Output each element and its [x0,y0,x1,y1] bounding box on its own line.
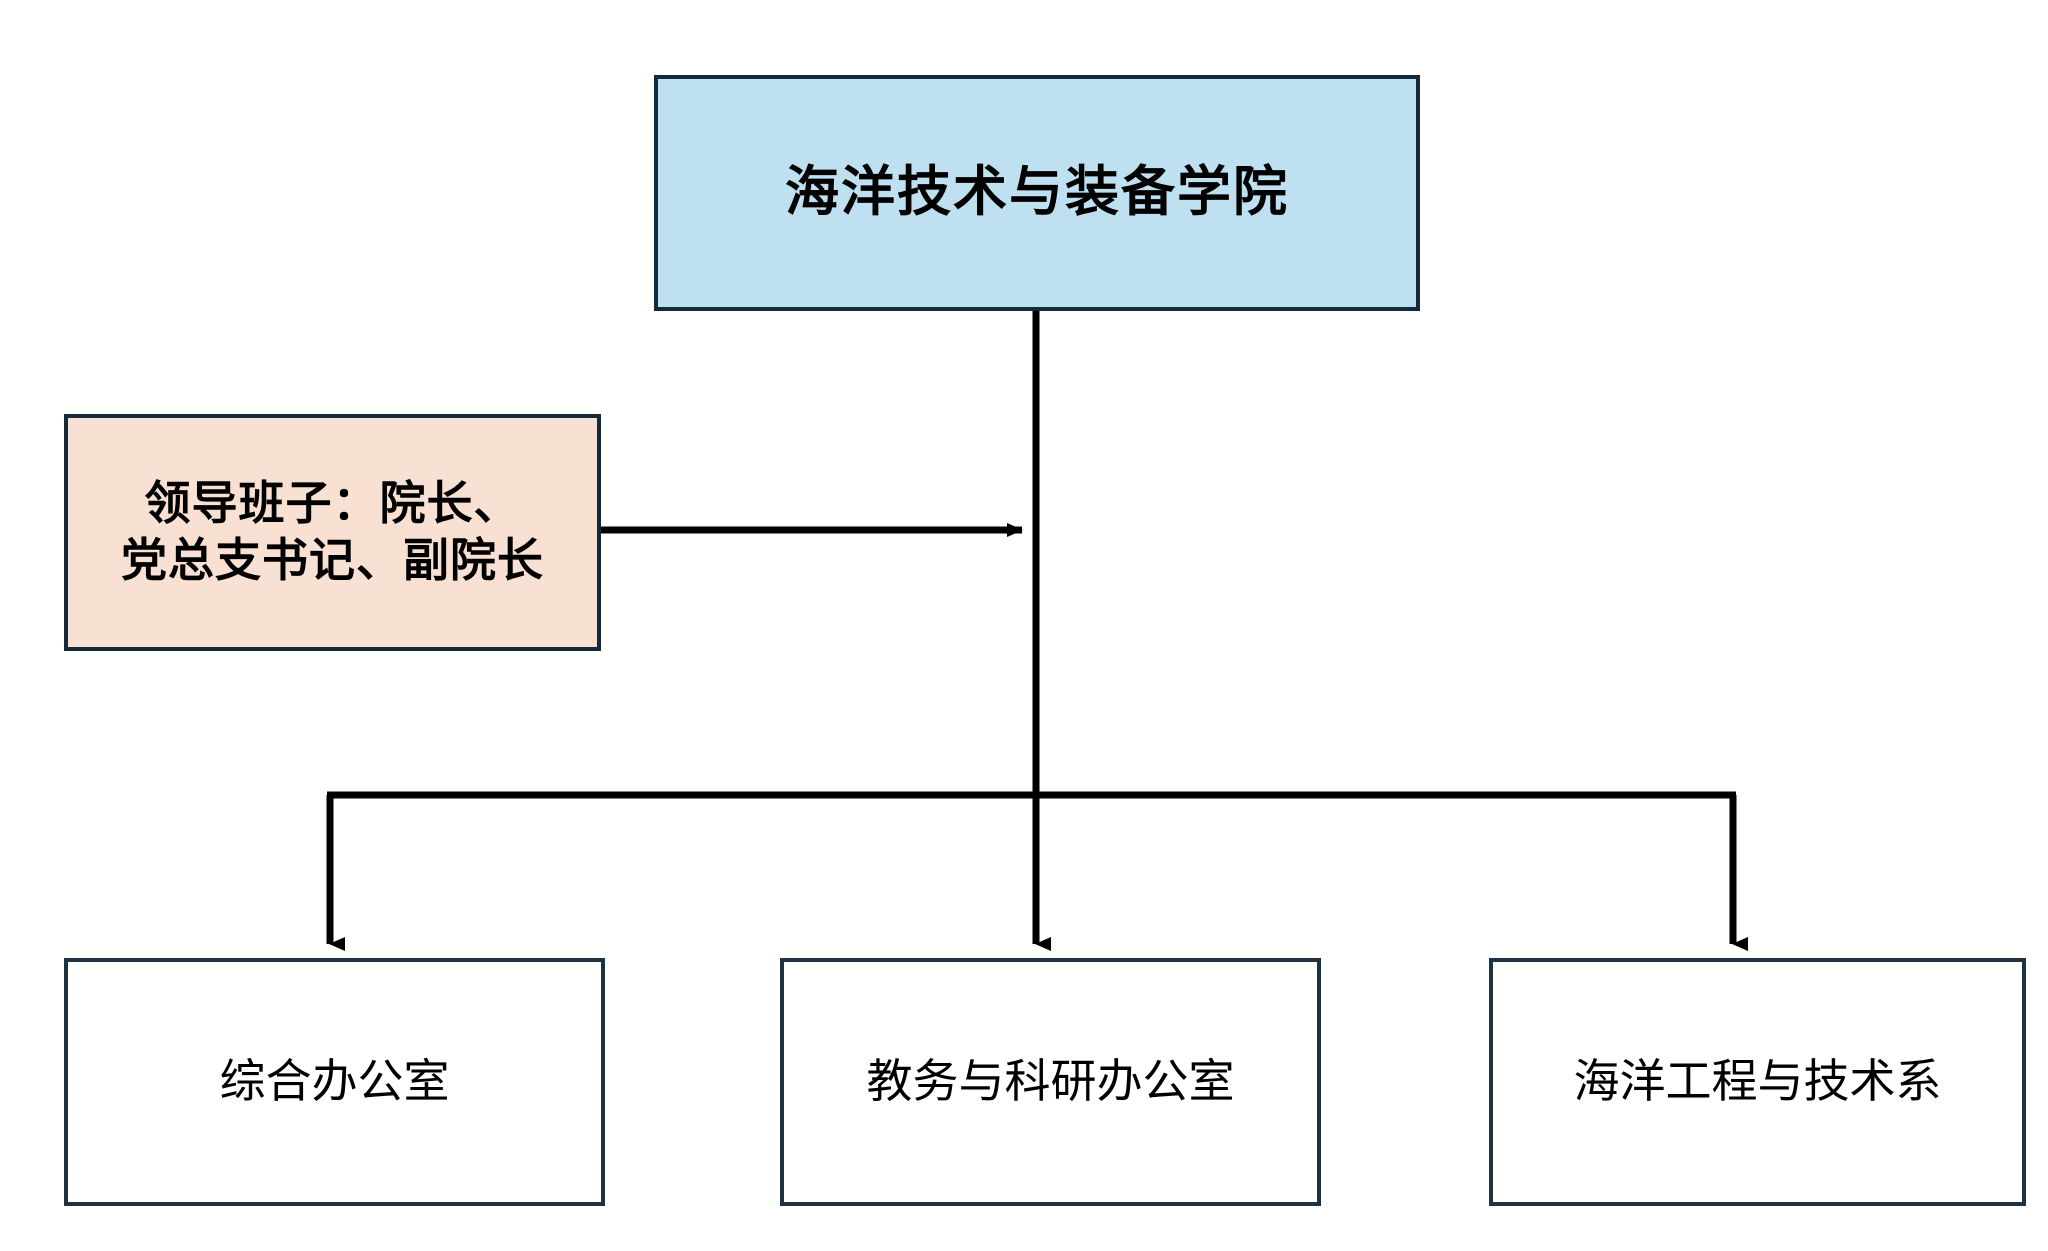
node-leadership-team-label: 领导班子：院长、 党总支书记、副院长 [121,478,544,586]
node-unit-academic-research-office[interactable]: 教务与科研办公室 [780,958,1321,1206]
node-unit-marine-engineering-department-label: 海洋工程与技术系 [1573,1055,1942,1107]
node-leadership-team[interactable]: 领导班子：院长、 党总支书记、副院长 [64,414,601,651]
node-college-root[interactable]: 海洋技术与装备学院 [654,75,1420,311]
node-unit-general-office[interactable]: 综合办公室 [64,958,605,1206]
node-college-root-label: 海洋技术与装备学院 [785,162,1289,223]
node-unit-marine-engineering-department[interactable]: 海洋工程与技术系 [1489,958,2026,1206]
node-unit-academic-research-office-label: 教务与科研办公室 [866,1055,1235,1107]
node-unit-general-office-label: 综合办公室 [219,1055,450,1107]
